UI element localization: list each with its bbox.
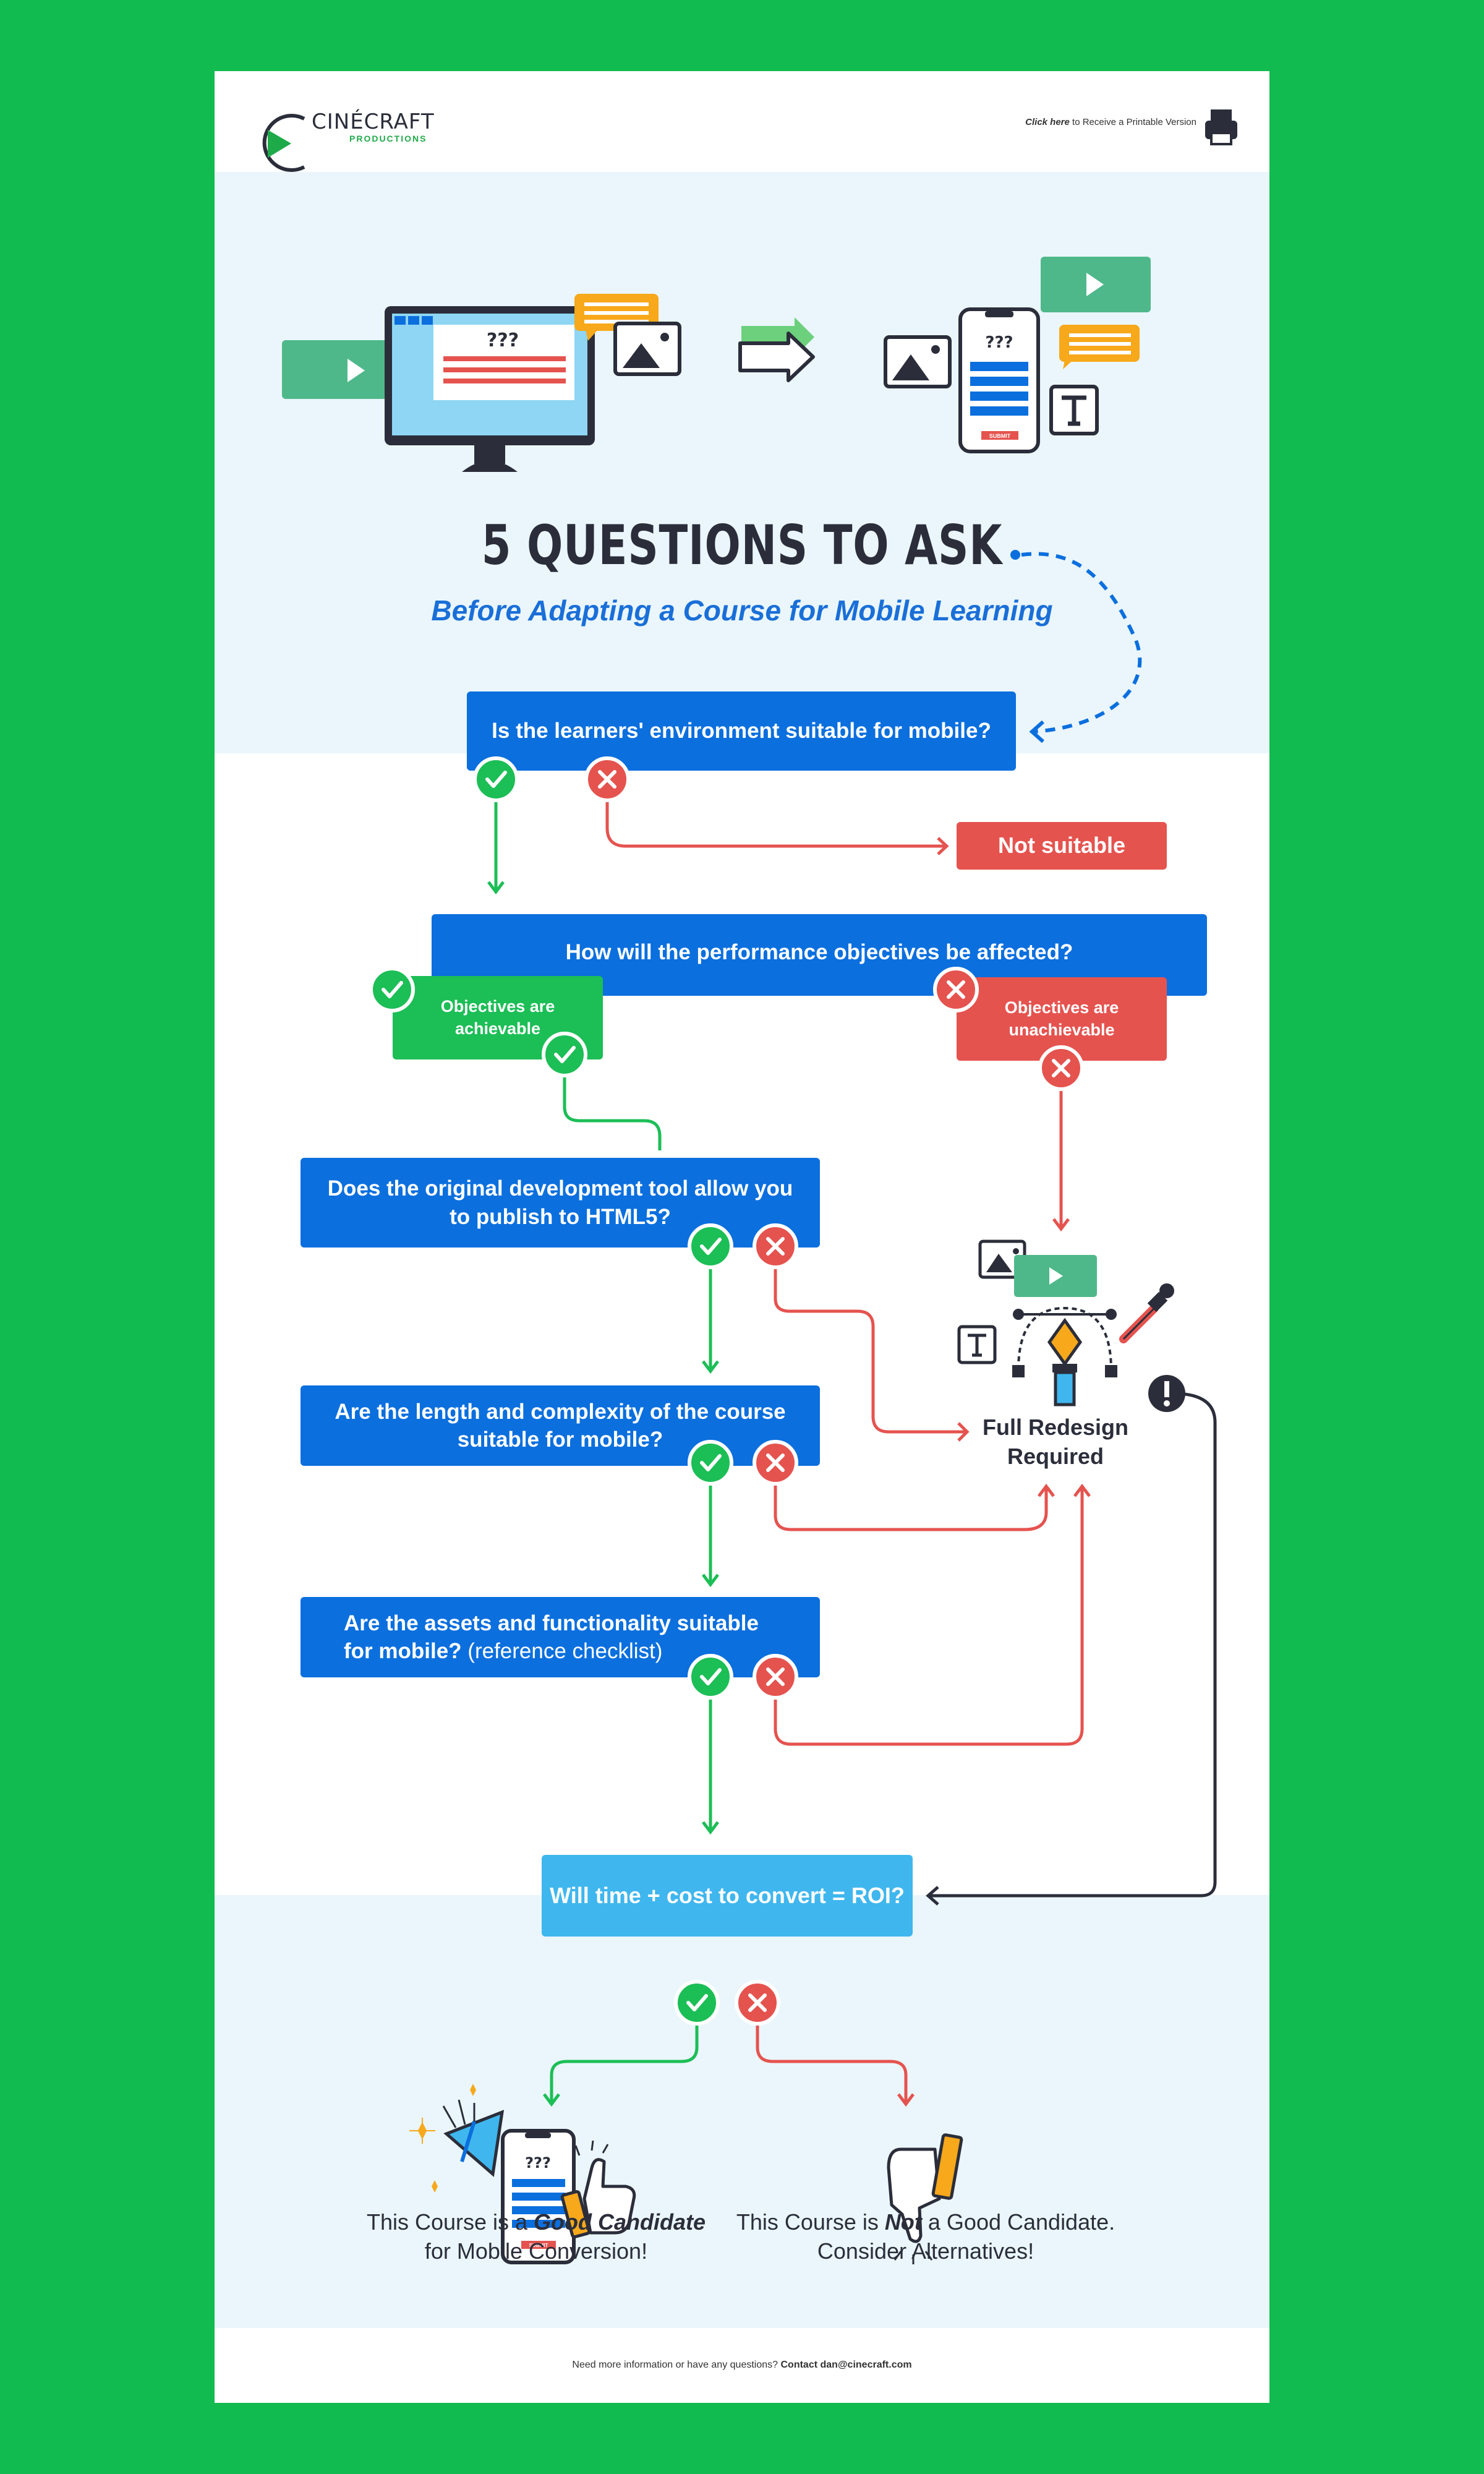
video-icon [1014,1255,1097,1297]
question-assets-line1: Are the assets and functionality suitabl… [344,1611,759,1635]
not-suitable-text: Not suitable [997,833,1125,858]
bottom-phone-text: ??? [525,2154,551,2172]
phone-screen-text: ??? [985,333,1013,352]
check-icon [473,756,519,802]
cross-icon [584,756,630,802]
check-icon [688,1223,733,1269]
chat-bubble-icon [1059,325,1140,369]
objectives-unachievable-text: Objectives are unachievable [1004,998,1119,1039]
footer-text: Need more information or have any questi… [572,2360,778,2370]
question-assets-rest: (reference checklist) [461,1639,663,1663]
cross-icon [1038,1045,1084,1091]
bad-prefix: This Course is [736,2209,885,2235]
question-environment-text: Is the learners' environment suitable fo… [492,719,991,743]
good-emph: Good Candidate [534,2209,706,2235]
footer: Need more information or have any questi… [215,2360,1269,2371]
decision-badges [369,756,1084,2026]
objectives-achievable-box: Objectives are achievable [393,976,603,1059]
check-icon [688,1440,733,1486]
exclamation-icon [1148,1375,1185,1412]
outcome-band [215,1895,1269,2328]
printable-link[interactable]: Click here to Receive a Printable Versio… [1025,117,1196,127]
cross-icon [753,1654,798,1700]
question-roi: Will time + cost to convert = ROI? [542,1855,913,1937]
thumbs-up-icon [560,2140,636,2239]
logo-sub: PRODUCTIONS [349,134,427,143]
text-tool-icon [957,1325,997,1364]
good-prefix: This Course is a [366,2209,534,2235]
flow-graphics: ??? [262,109,1237,2264]
question-objectives-text: How will the performance objectives be a… [565,940,1073,965]
question-environment: Is the learners' environment suitable fo… [467,691,1016,771]
image-icon [884,335,952,388]
question-html5: Does the original development tool allow… [301,1158,820,1248]
cross-icon [753,1440,798,1486]
phone-icon: ??? SUBMIT [958,307,1040,453]
bottom-submit-label: SUBMIT [529,2243,548,2248]
question-roi-prefix: Will time + cost to convert = [550,1882,851,1908]
thumbs-down-icon [887,2133,963,2264]
infographic-page: ??? [215,71,1269,2403]
question-length: Are the length and complexity of the cou… [301,1385,820,1466]
phone-icon: ??? SUBMIT [501,2129,576,2264]
arrow-right-icon [738,317,815,382]
desktop-screen-text: ??? [487,330,519,351]
footer-contact[interactable]: Contact dan@cinecraft.com [780,2360,912,2370]
good-suffix: for Mobile Conversion! [424,2238,648,2264]
page-subtitle: Before Adapting a Course for Mobile Lear… [431,594,1053,627]
question-assets-bold: for mobile? [344,1639,462,1663]
video-icon [1041,257,1151,312]
cross-icon [753,1223,798,1269]
question-length-text: Are the length and complexity of the cou… [335,1399,786,1452]
printable-link-text[interactable]: Click here [1025,117,1070,127]
not-suitable-box: Not suitable [957,822,1167,870]
desktop-icon: ??? [282,306,595,472]
printer-icon[interactable] [1205,109,1237,145]
cross-icon [933,967,979,1012]
page-title: 5 QUESTIONS TO ASK [481,513,1003,577]
objectives-achievable-text: Objectives are achievable [440,997,555,1038]
eyedropper-icon [1119,1283,1174,1343]
good-candidate-text: This Course is a Good Candidate for Mobi… [351,2208,722,2266]
printable-rest-text: to Receive a Printable Version [1072,117,1196,127]
question-html5-text: Does the original development tool allow… [327,1176,793,1229]
text-tool-icon [1049,385,1099,435]
question-roi-bold: ROI? [851,1882,905,1908]
question-assets: Are the assets and functionality suitabl… [301,1597,820,1677]
check-icon [542,1032,587,1077]
bad-suffix: Consider Alternatives! [817,2238,1034,2264]
bad-candidate-text: This Course is Not a Good Candidate. Con… [709,2208,1142,2266]
image-icon [978,1239,1026,1279]
logo-name: CINÉCRAFT [312,109,435,134]
check-icon [674,1980,720,2026]
play-logo-icon [262,114,305,172]
bad-emph: Not [884,2209,922,2235]
submit-label: SUBMIT [989,433,1011,439]
image-icon [613,322,681,376]
check-icon [369,967,415,1012]
check-icon [688,1654,733,1700]
party-popper-icon [409,2084,505,2193]
full-redesign-label: Full Redesign Required [982,1415,1129,1469]
bad-middle: a Good Candidate. [921,2209,1115,2235]
pen-tool-icon [1012,1306,1117,1406]
cross-icon [735,1980,780,2026]
